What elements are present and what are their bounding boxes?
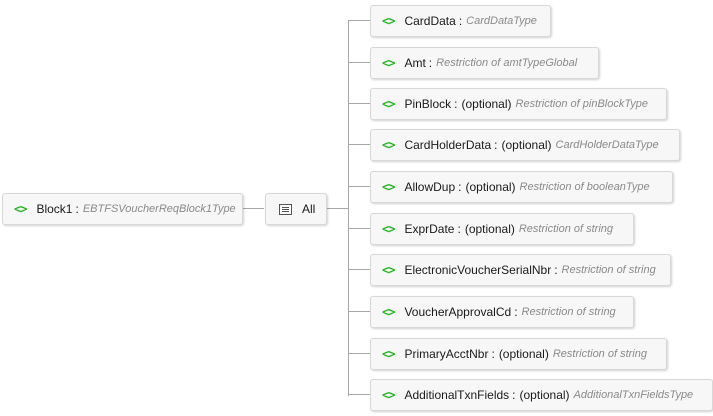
branch-line-expr-date xyxy=(348,228,370,229)
separator: : xyxy=(491,347,495,361)
element-name: ExprDate xyxy=(404,222,455,236)
separator: : xyxy=(428,56,433,70)
element-node-card-data[interactable]: <> CardData:CardDataType xyxy=(370,5,551,37)
element-type: Restriction of booleanType xyxy=(519,181,650,193)
separator: : xyxy=(75,202,79,216)
separator: : xyxy=(454,97,458,111)
element-name: Block1 xyxy=(36,202,73,216)
element-type: Restriction of pinBlockType xyxy=(515,98,648,110)
all-compositor-node[interactable]: All xyxy=(265,193,327,225)
element-tag-icon: <> xyxy=(382,180,395,194)
all-compositor-icon xyxy=(279,203,292,215)
branch-line-card-data xyxy=(348,20,370,21)
trunk-line xyxy=(348,20,349,396)
optional-marker: (optional) xyxy=(461,97,512,111)
element-node-expr-date[interactable]: <> ExprDate:(optional)Restriction of stri… xyxy=(370,213,634,245)
element-name: CardData xyxy=(404,14,456,28)
element-name: CardHolderData xyxy=(404,138,492,152)
element-type: Restriction of string xyxy=(552,348,647,360)
group-connector xyxy=(327,208,349,209)
separator: : xyxy=(458,14,463,28)
branch-line-voucher-approval-cd xyxy=(348,311,370,312)
element-name: AllowDup xyxy=(404,180,456,194)
separator: : xyxy=(512,388,516,402)
compositor-label: All xyxy=(302,202,316,216)
element-tag-icon: <> xyxy=(382,138,395,152)
element-node-amt[interactable]: <> Amt:Restriction of amtTypeGlobal xyxy=(370,47,599,79)
branch-line-amt xyxy=(348,62,370,63)
element-name: VoucherApprovalCd xyxy=(404,305,512,319)
element-node-card-holder-data[interactable]: <> CardHolderData:(optional)CardHolderDat… xyxy=(370,129,680,161)
separator: : xyxy=(514,305,518,319)
optional-marker: (optional) xyxy=(465,180,516,194)
optional-marker: (optional) xyxy=(519,388,570,402)
element-node-additional-txn-fields[interactable]: <> AdditionalTxnFields:(optional)Addition… xyxy=(370,379,713,411)
branch-line-primary-acct-nbr xyxy=(348,353,370,354)
root-connector xyxy=(242,208,264,209)
element-tag-icon: <> xyxy=(382,222,395,236)
element-type: CardHolderDataType xyxy=(555,139,659,151)
element-node-voucher-approval-cd[interactable]: <> VoucherApprovalCd:Restriction of strin… xyxy=(370,296,634,328)
element-tag-icon: <> xyxy=(14,202,27,216)
element-type: Restriction of string xyxy=(518,223,614,235)
element-type: EBTFSVoucherReqBlock1Type xyxy=(82,203,236,215)
root-element-node[interactable]: <> Block1 : EBTFSVoucherReqBlock1Type xyxy=(2,193,243,225)
element-name: Amt xyxy=(404,56,426,70)
element-tag-icon: <> xyxy=(382,14,395,28)
branch-line-card-holder-data xyxy=(348,144,370,145)
separator: : xyxy=(554,263,558,277)
branch-line-allow-dup xyxy=(348,186,370,187)
branch-line-electronic-voucher-serial-nbr xyxy=(348,269,370,270)
element-node-electronic-voucher-serial-nbr[interactable]: <> ElectronicVoucherSerialNbr:Restriction… xyxy=(370,254,671,286)
element-node-allow-dup[interactable]: <> AllowDup:(optional)Restriction of bool… xyxy=(370,171,673,203)
element-type: Restriction of amtTypeGlobal xyxy=(436,57,578,69)
element-node-pin-block[interactable]: <> PinBlock:(optional)Restriction of pinB… xyxy=(370,88,667,120)
separator: : xyxy=(457,222,461,236)
element-name: PrimaryAcctNbr xyxy=(404,347,489,361)
element-tag-icon: <> xyxy=(382,97,395,111)
optional-marker: (optional) xyxy=(464,222,515,236)
element-name: PinBlock xyxy=(404,97,452,111)
element-type: CardDataType xyxy=(466,15,537,27)
branch-line-pin-block xyxy=(348,103,370,104)
element-name: AdditionalTxnFields xyxy=(404,388,510,402)
element-name: ElectronicVoucherSerialNbr xyxy=(404,263,552,277)
optional-marker: (optional) xyxy=(501,138,552,152)
element-type: AdditionalTxnFieldsType xyxy=(573,389,694,401)
element-tag-icon: <> xyxy=(382,388,395,402)
optional-marker: (optional) xyxy=(498,347,549,361)
separator: : xyxy=(458,180,462,194)
separator: : xyxy=(494,138,498,152)
branch-line-additional-txn-fields xyxy=(348,394,370,395)
element-tag-icon: <> xyxy=(382,347,395,361)
element-type: Restriction of string xyxy=(521,306,616,318)
element-node-primary-acct-nbr[interactable]: <> PrimaryAcctNbr:(optional)Restriction o… xyxy=(370,338,667,370)
element-tag-icon: <> xyxy=(382,305,395,319)
element-tag-icon: <> xyxy=(382,263,395,277)
element-tag-icon: <> xyxy=(382,56,395,70)
element-type: Restriction of string xyxy=(561,264,656,276)
